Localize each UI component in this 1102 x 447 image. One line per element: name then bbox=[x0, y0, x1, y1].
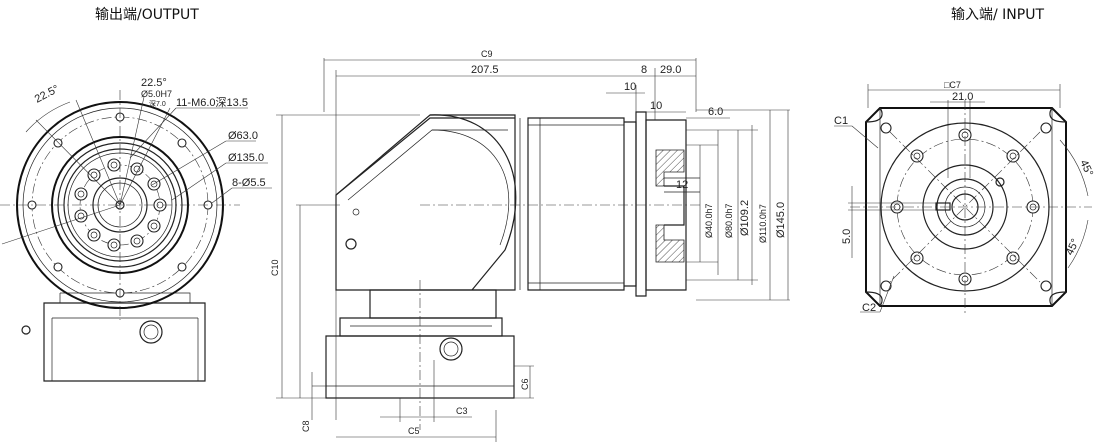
dim-29-label: 29.0 bbox=[660, 64, 681, 76]
c5-label: C5 bbox=[408, 426, 420, 436]
dim-6-label: 6.0 bbox=[708, 106, 723, 118]
pcd-diameter-label: Ø135.0 bbox=[228, 152, 264, 164]
c2-label: C2 bbox=[862, 302, 876, 314]
c8-label: C8 bbox=[301, 420, 311, 432]
dia-110-label: Ø110.0h7 bbox=[758, 204, 768, 243]
dim-10b-label: 10 bbox=[650, 100, 662, 112]
angle-45a-label: 45° bbox=[1077, 158, 1095, 178]
length-label: 207.5 bbox=[471, 64, 499, 76]
output-title: 输出端/OUTPUT bbox=[95, 7, 199, 23]
dia-109-label: Ø109.2 bbox=[739, 200, 751, 236]
dia-145-label: Ø145.0 bbox=[775, 202, 787, 238]
c1-label: C1 bbox=[834, 115, 848, 127]
dim-12-label: 12 bbox=[676, 179, 688, 191]
dim-8-label: 8 bbox=[641, 64, 647, 76]
dia-40-label: Ø40.0h7 bbox=[704, 203, 714, 238]
overall-length-label: C9 bbox=[481, 49, 493, 59]
input-view: □C7 21.0 bbox=[834, 80, 1095, 315]
side-view: C9 207.5 8 29.0 10 10 6.0 bbox=[270, 49, 790, 442]
dim-5-label: 5.0 bbox=[841, 229, 853, 244]
bore-label: Ø5.0H7 bbox=[141, 89, 172, 99]
c7-label: □C7 bbox=[944, 80, 961, 90]
dim-10a-label: 10 bbox=[624, 81, 636, 93]
dim-21-label: 21.0 bbox=[952, 91, 973, 103]
angle-label-2: 22.5° bbox=[141, 77, 167, 89]
pilot-diameter-label: Ø63.0 bbox=[228, 130, 258, 142]
bore-depth-label: 深7.0 bbox=[149, 99, 166, 108]
thread-label: 11-M6.0深13.5 bbox=[176, 96, 248, 109]
c6-label: C6 bbox=[520, 378, 530, 390]
c10-label: C10 bbox=[270, 259, 280, 276]
input-title: 输入端/ INPUT bbox=[951, 7, 1044, 23]
output-view: 22.5° 22.5° Ø5.0H7 深7.0 11-M6.0深13.5 Ø63… bbox=[0, 77, 272, 382]
holes-label: 8-Ø5.5 bbox=[232, 177, 266, 189]
dia-80-label: Ø80.0h7 bbox=[724, 203, 734, 238]
c3-label: C3 bbox=[456, 406, 468, 416]
angle-label-1: 22.5° bbox=[33, 83, 61, 106]
